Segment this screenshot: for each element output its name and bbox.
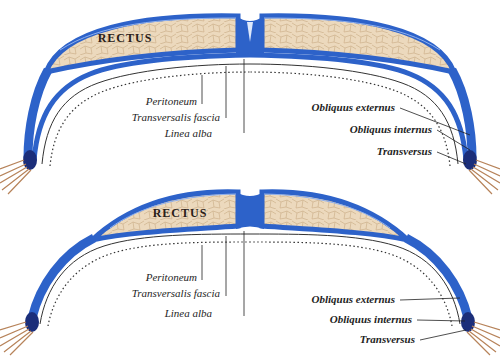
leader-lines xyxy=(202,59,470,340)
leader-line xyxy=(244,231,245,316)
muscle-label: Obliquus internus xyxy=(350,123,432,136)
lower-right-half xyxy=(250,192,500,355)
leader-line xyxy=(417,320,465,321)
leader-line xyxy=(437,152,466,164)
linea-alba-highlight xyxy=(247,22,253,42)
upper-left-half xyxy=(0,16,250,194)
layer-label: Linea alba xyxy=(165,307,212,320)
upper-right-half xyxy=(250,16,500,194)
layer-label: Transversalis fascia xyxy=(132,111,220,124)
muscle-label: Obliquus internus xyxy=(330,313,412,326)
lower-left-half xyxy=(0,192,250,355)
linea-alba xyxy=(236,192,264,229)
leader-line xyxy=(437,130,470,150)
leader-line xyxy=(202,75,203,104)
layer-label: Peritoneum xyxy=(146,271,197,284)
layer-label: Peritoneum xyxy=(146,95,197,108)
leader-line xyxy=(400,298,460,300)
muscle-name: RECTUS xyxy=(98,32,153,45)
leader-line xyxy=(202,245,203,280)
leader-line xyxy=(244,59,245,133)
leader-line xyxy=(420,330,466,340)
leader-line xyxy=(226,236,227,296)
linea-alba xyxy=(236,16,264,57)
muscle-label: Obliquus externus xyxy=(312,101,395,114)
layer-label: Transversalis fascia xyxy=(132,287,220,300)
muscle-label: Obliquus externus xyxy=(312,293,395,306)
muscle-label: Transversus xyxy=(377,145,432,158)
leader-line xyxy=(226,66,227,118)
muscle-label: Transversus xyxy=(360,333,415,346)
muscle-name: RECTUS xyxy=(153,207,208,220)
layer-label: Linea alba xyxy=(165,127,212,140)
